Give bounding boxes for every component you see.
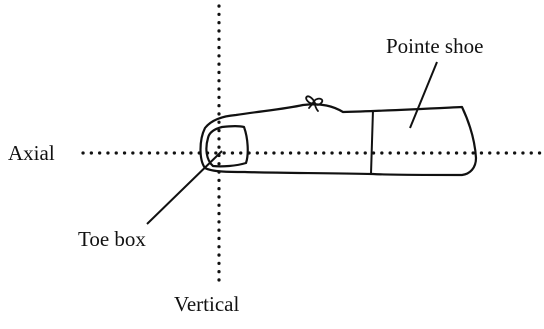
toe-box-outline [205, 125, 249, 168]
toe-box-label: Toe box [78, 227, 146, 251]
vertical-label: Vertical [174, 292, 239, 316]
pointe-shoe-outline [199, 103, 478, 177]
pointe-shoe-leader-line [409, 61, 438, 129]
ribbon-bow-icon [305, 95, 324, 112]
shoe-seam-line [370, 109, 374, 175]
pointe-shoe-label: Pointe shoe [386, 34, 483, 58]
toe-box-leader-line [146, 150, 223, 225]
axial-label: Axial [8, 141, 55, 165]
